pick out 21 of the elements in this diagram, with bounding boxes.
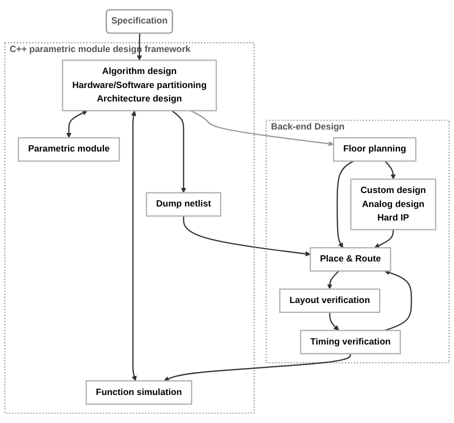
arrow [66, 110, 88, 138]
node-box: Timing verification [300, 330, 401, 354]
arrow [384, 270, 412, 332]
arrow [374, 230, 394, 248]
arrow [164, 354, 352, 382]
arrow [336, 160, 354, 248]
node-box: Parametric module [18, 137, 120, 162]
arrow [172, 110, 186, 194]
node-box: Function simulation [86, 380, 192, 405]
node-box: Custom design Analog design Hard IP [350, 178, 436, 230]
node-box: Dump netlist [146, 192, 222, 217]
arrow [384, 160, 396, 180]
node-box: Floor planning [332, 137, 416, 162]
node-box: Layout verification [279, 288, 380, 313]
arrow [329, 312, 340, 331]
arrow [131, 110, 137, 382]
arrow [182, 216, 311, 256]
arrow [190, 110, 334, 146]
node-box: Algorithm design Hardware/Software partitioning Architecture design [62, 60, 217, 112]
node-box: Place & Route [310, 247, 392, 272]
arrow [327, 270, 340, 290]
